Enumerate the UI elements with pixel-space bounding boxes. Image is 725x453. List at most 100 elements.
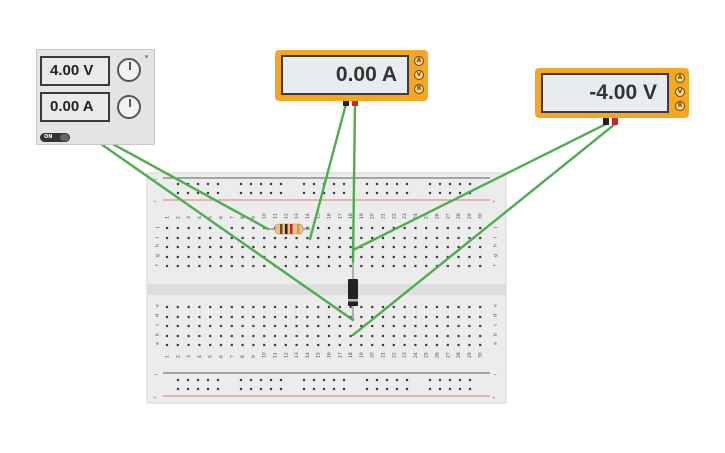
voltmeter-black-probe[interactable]: [603, 118, 609, 125]
breadboard-hole[interactable]: [187, 315, 190, 319]
voltmeter-mode-r-button[interactable]: R: [675, 101, 685, 111]
breadboard-hole[interactable]: [252, 343, 255, 347]
breadboard-hole[interactable]: [252, 245, 255, 249]
breadboard-hole[interactable]: [403, 245, 406, 249]
breadboard-hole[interactable]: [327, 324, 331, 328]
breadboard-hole[interactable]: [241, 315, 244, 319]
breadboard-hole[interactable]: [241, 255, 244, 259]
breadboard-hole[interactable]: [284, 343, 287, 347]
breadboard-hole[interactable]: [252, 264, 255, 268]
breadboard-hole[interactable]: [375, 378, 379, 382]
breadboard-hole[interactable]: [306, 305, 309, 309]
breadboard-hole[interactable]: [317, 305, 320, 309]
breadboard-hole[interactable]: [187, 236, 190, 240]
breadboard-hole[interactable]: [446, 315, 449, 319]
breadboard-hole[interactable]: [279, 191, 283, 195]
resistor[interactable]: [268, 223, 310, 235]
breadboard-hole[interactable]: [338, 305, 341, 309]
breadboard-hole[interactable]: [209, 305, 212, 309]
breadboard-hole[interactable]: [448, 378, 452, 382]
breadboard-hole[interactable]: [446, 343, 449, 347]
breadboard-hole[interactable]: [349, 334, 352, 338]
breadboard-hole[interactable]: [371, 305, 374, 309]
breadboard-hole[interactable]: [338, 315, 341, 319]
breadboard-hole[interactable]: [438, 191, 442, 195]
breadboard-hole[interactable]: [176, 378, 180, 382]
breadboard-hole[interactable]: [327, 245, 331, 249]
breadboard-hole[interactable]: [446, 236, 449, 240]
breadboard-hole[interactable]: [479, 236, 482, 240]
breadboard-hole[interactable]: [209, 245, 212, 249]
breadboard-hole[interactable]: [239, 191, 243, 195]
breadboard-hole[interactable]: [279, 182, 283, 186]
breadboard-hole[interactable]: [457, 343, 460, 347]
breadboard-hole[interactable]: [428, 182, 432, 186]
breadboard-hole[interactable]: [414, 245, 417, 249]
breadboard-hole[interactable]: [438, 182, 442, 186]
ammeter-mode-r-button[interactable]: R: [414, 84, 424, 94]
breadboard-hole[interactable]: [317, 255, 320, 259]
diode[interactable]: [348, 262, 358, 320]
breadboard-hole[interactable]: [269, 387, 273, 391]
breadboard-hole[interactable]: [317, 236, 320, 240]
breadboard-hole[interactable]: [332, 387, 336, 391]
breadboard-hole[interactable]: [349, 305, 352, 309]
breadboard-hole[interactable]: [425, 226, 428, 230]
breadboard-hole[interactable]: [342, 191, 346, 195]
breadboard-hole[interactable]: [457, 255, 460, 259]
breadboard-hole[interactable]: [263, 264, 266, 268]
voltage-knob[interactable]: [117, 58, 141, 82]
breadboard-hole[interactable]: [219, 245, 223, 249]
breadboard-hole[interactable]: [375, 387, 379, 391]
breadboard-hole[interactable]: [239, 378, 243, 382]
breadboard-hole[interactable]: [425, 334, 428, 338]
breadboard-hole[interactable]: [219, 305, 223, 309]
breadboard-hole[interactable]: [230, 305, 233, 309]
breadboard-hole[interactable]: [219, 236, 223, 240]
breadboard-hole[interactable]: [252, 324, 255, 328]
breadboard-hole[interactable]: [198, 343, 201, 347]
breadboard-hole[interactable]: [273, 245, 277, 249]
breadboard-hole[interactable]: [327, 264, 331, 268]
breadboard-hole[interactable]: [209, 236, 212, 240]
breadboard-hole[interactable]: [381, 245, 385, 249]
breadboard-hole[interactable]: [446, 334, 449, 338]
breadboard-hole[interactable]: [332, 191, 336, 195]
breadboard-hole[interactable]: [306, 334, 309, 338]
breadboard-hole[interactable]: [196, 182, 200, 186]
breadboard-hole[interactable]: [425, 255, 428, 259]
wire-voltmeter-red-to-diode-bottom[interactable]: [351, 122, 617, 337]
breadboard-hole[interactable]: [468, 305, 471, 309]
breadboard-hole[interactable]: [414, 334, 417, 338]
wires[interactable]: [89, 102, 617, 337]
breadboard-hole[interactable]: [176, 182, 180, 186]
breadboard-hole[interactable]: [306, 264, 309, 268]
breadboard-hole[interactable]: [392, 305, 395, 309]
breadboard-hole[interactable]: [392, 236, 395, 240]
breadboard-hole[interactable]: [414, 305, 417, 309]
breadboard-hole[interactable]: [284, 324, 287, 328]
wire-psu-positive-to-diode[interactable]: [89, 135, 355, 322]
breadboard-hole[interactable]: [385, 378, 389, 382]
breadboard-hole[interactable]: [273, 305, 277, 309]
breadboard-hole[interactable]: [414, 236, 417, 240]
breadboard-hole[interactable]: [279, 387, 283, 391]
breadboard-hole[interactable]: [403, 315, 406, 319]
breadboard-hole[interactable]: [405, 378, 409, 382]
breadboard-hole[interactable]: [403, 255, 406, 259]
breadboard-hole[interactable]: [479, 315, 482, 319]
power-supply[interactable]: 4.00 V 0.00 A ON: [36, 49, 155, 145]
breadboard-hole[interactable]: [446, 305, 449, 309]
breadboard-hole[interactable]: [306, 255, 309, 259]
breadboard-hole[interactable]: [273, 315, 277, 319]
breadboard-hole[interactable]: [317, 245, 320, 249]
breadboard-hole[interactable]: [249, 378, 253, 382]
breadboard-hole[interactable]: [381, 315, 385, 319]
breadboard-hole[interactable]: [371, 226, 374, 230]
breadboard-hole[interactable]: [165, 255, 169, 259]
breadboard-hole[interactable]: [365, 182, 369, 186]
breadboard-hole[interactable]: [360, 255, 363, 259]
breadboard-hole[interactable]: [165, 343, 169, 347]
